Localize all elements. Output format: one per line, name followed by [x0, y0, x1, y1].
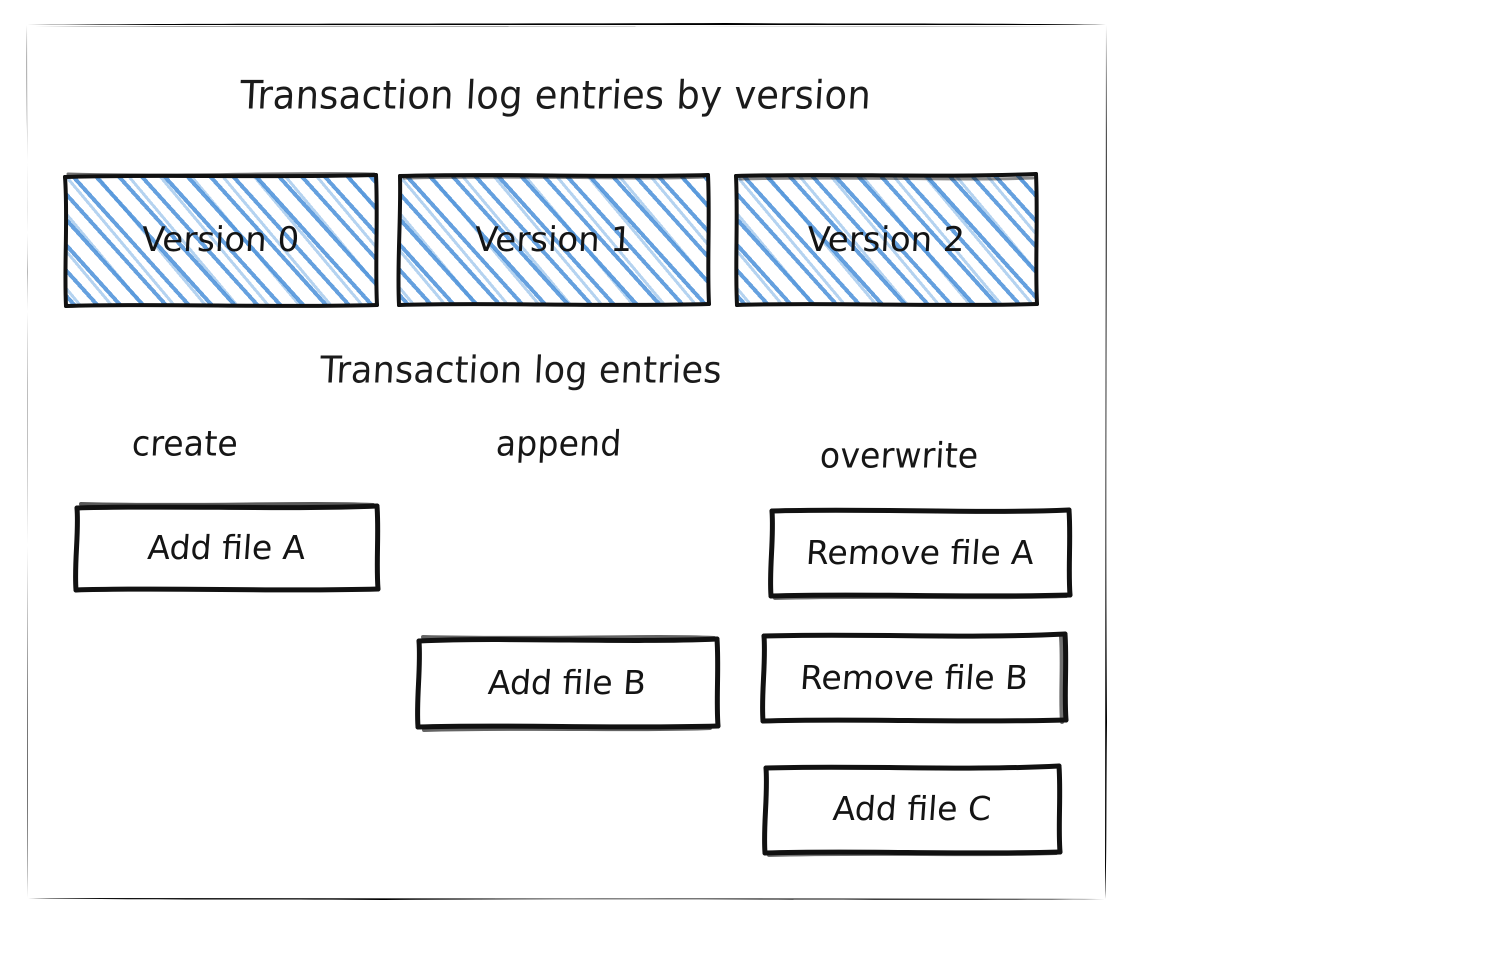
entry-box-remove-file-a-label: Remove file A	[804, 532, 1036, 572]
version-box-0-label: Version 0	[140, 220, 301, 260]
section-subtitle: Transaction log entries	[318, 349, 723, 393]
version-box-2-outline	[734, 172, 1039, 307]
entry-box-add-file-a[interactable]: Add file A	[73, 502, 381, 593]
column-header-create: create	[130, 422, 240, 465]
entry-box-add-file-a-outline	[73, 502, 381, 593]
version-box-2[interactable]: Version 2	[733, 172, 1039, 308]
entry-box-add-file-b-outline	[415, 635, 721, 732]
entry-box-remove-file-b-frame	[760, 631, 1069, 724]
entry-box-add-file-b-frame	[414, 635, 721, 732]
page-title: Transaction log entries by version	[238, 72, 873, 119]
entry-box-add-file-a-frame	[73, 502, 381, 593]
column-header-append: append	[494, 422, 623, 465]
entry-box-remove-file-a[interactable]: Remove file A	[768, 507, 1073, 600]
version-box-1-frame	[396, 172, 711, 308]
version-box-0[interactable]: Version 0	[62, 172, 379, 308]
version-box-2-frame	[733, 172, 1039, 308]
version-box-0-outline	[63, 172, 379, 308]
column-header-overwrite: overwrite	[818, 434, 980, 477]
entry-box-add-file-c-label: Add file C	[831, 789, 993, 828]
entry-box-add-file-a-label: Add file A	[146, 527, 307, 567]
version-box-1-hatch-fill	[399, 175, 708, 305]
entry-box-remove-file-a-frame	[768, 507, 1073, 600]
version-box-0-hatch-fill	[65, 175, 376, 305]
entry-box-add-file-c-outline	[762, 763, 1063, 857]
entry-box-remove-file-b[interactable]: Remove file B	[760, 631, 1069, 724]
entry-box-remove-file-b-outline	[760, 631, 1069, 724]
version-box-0-frame	[62, 172, 379, 308]
entry-box-add-file-b-label: Add file B	[486, 662, 648, 702]
entry-box-remove-file-b-label: Remove file B	[798, 657, 1030, 697]
entry-box-remove-file-a-outline	[768, 507, 1073, 600]
entry-box-add-file-c-frame	[762, 763, 1063, 857]
version-box-1[interactable]: Version 1	[396, 172, 711, 308]
entry-box-add-file-c[interactable]: Add file C	[762, 763, 1063, 857]
version-box-2-label: Version 2	[806, 220, 966, 260]
version-box-2-hatch-fill	[736, 175, 1036, 305]
entry-box-add-file-b[interactable]: Add file B	[414, 635, 721, 732]
diagram-outer-frame	[25, 22, 1108, 901]
version-box-1-outline	[396, 173, 711, 307]
outer-frame-shape	[26, 23, 1107, 900]
version-box-1-label: Version 1	[473, 220, 634, 260]
